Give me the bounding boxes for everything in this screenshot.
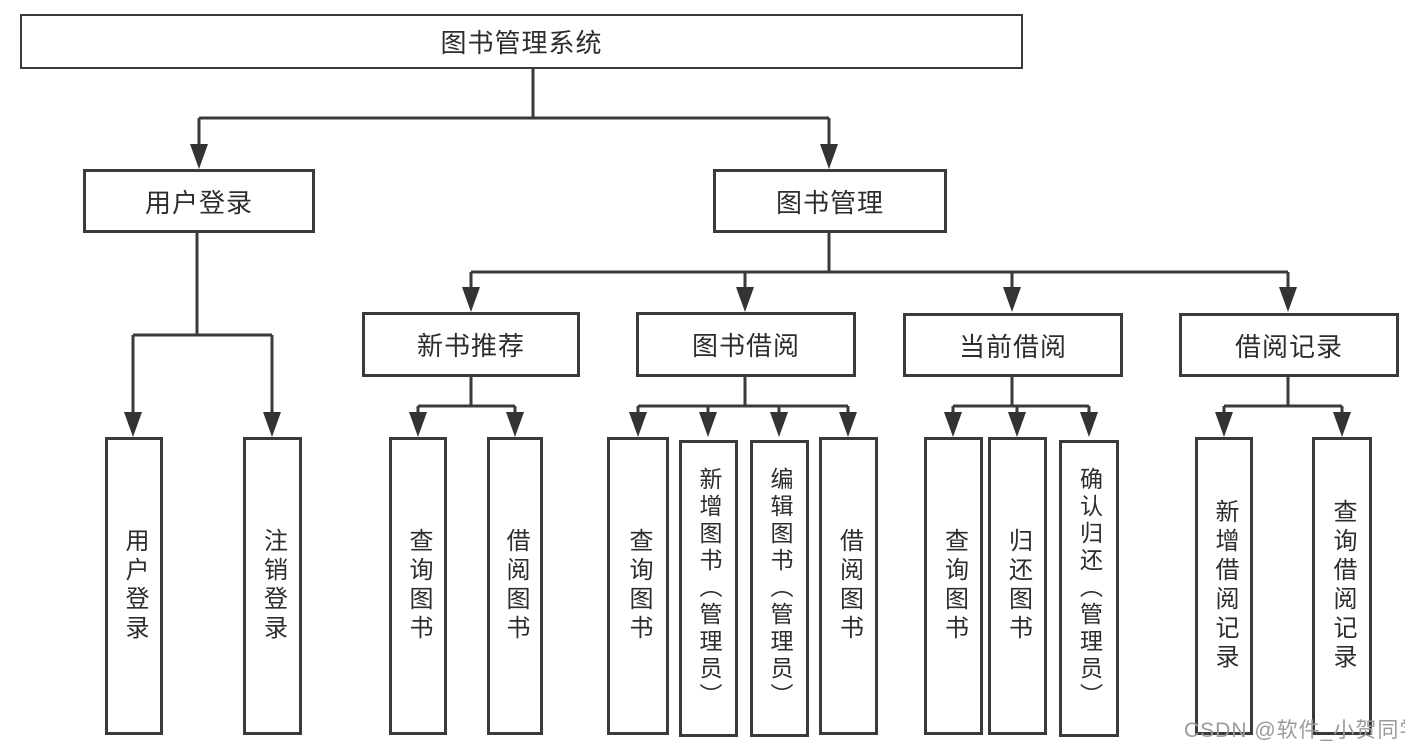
node-book-management: 图书管理	[713, 169, 947, 233]
node-leaf-confirm-return-admin: 确认归还（管理员）	[1059, 440, 1119, 737]
node-root-library-system: 图书管理系统	[20, 14, 1023, 69]
node-book-borrow: 图书借阅	[636, 312, 856, 377]
node-leaf-borrow-book-borrow: 借阅图书	[819, 437, 878, 735]
node-user-login: 用户登录	[83, 169, 315, 233]
node-new-book-recommend: 新书推荐	[362, 312, 580, 377]
csdn-watermark: CSDN @软件_小贺同学	[1184, 719, 1405, 742]
node-leaf-query-book-current: 查询图书	[924, 437, 983, 735]
node-borrow-record: 借阅记录	[1179, 313, 1399, 377]
node-leaf-add-book-admin: 新增图书（管理员）	[679, 440, 738, 737]
node-leaf-borrow-book-recommend: 借阅图书	[487, 437, 543, 735]
node-leaf-query-borrow-record: 查询借阅记录	[1312, 437, 1372, 735]
node-leaf-logout: 注销登录	[243, 437, 302, 735]
node-leaf-query-book-borrow: 查询图书	[607, 437, 669, 735]
node-current-borrow: 当前借阅	[903, 313, 1123, 377]
node-leaf-query-book-recommend: 查询图书	[389, 437, 447, 735]
node-leaf-return-book: 归还图书	[988, 437, 1047, 735]
node-leaf-edit-book-admin: 编辑图书（管理员）	[750, 440, 809, 737]
node-leaf-add-borrow-record: 新增借阅记录	[1195, 437, 1253, 735]
node-leaf-user-login: 用户登录	[105, 437, 163, 735]
